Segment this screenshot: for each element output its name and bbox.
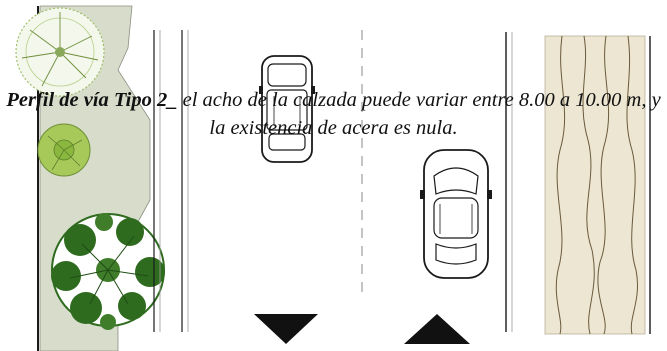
car-top-view-icon	[420, 149, 492, 279]
caption-lead: Perfil de vía Tipo 2_	[6, 89, 178, 111]
triangle-up-icon	[404, 314, 470, 344]
figure-caption: Perfil de vía Tipo 2_ el acho de la calz…	[6, 86, 661, 142]
contour-lines	[555, 35, 638, 335]
tree-small-green-icon	[37, 123, 91, 177]
right-sand-strip	[544, 35, 646, 335]
tree-light-top-icon	[15, 7, 105, 97]
car-top-view-icon	[259, 55, 315, 163]
tree-dark-canopy-icon	[51, 213, 165, 330]
triangle-down-icon	[254, 314, 318, 344]
caption-body: el acho de la calzada puede variar entre…	[177, 89, 661, 139]
